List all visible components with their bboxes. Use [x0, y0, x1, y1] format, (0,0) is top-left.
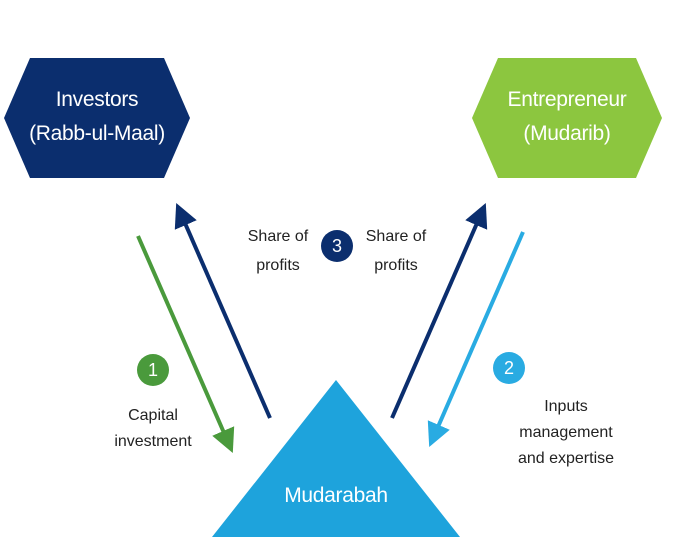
entrepreneur-subtitle: (Mudarib) — [523, 122, 610, 145]
step1-number: 1 — [148, 360, 158, 380]
mudarabah-node: Mudarabah — [212, 380, 460, 537]
capital-investment-line2: investment — [114, 433, 192, 450]
share-of-profits-right-line2: profits — [374, 257, 418, 274]
capital-investment-arrow — [136, 235, 235, 453]
step2-number: 2 — [504, 358, 514, 378]
step1-badge — [137, 354, 169, 386]
share-of-profits-right-line1: Share of — [366, 228, 427, 245]
entrepreneur-title: Entrepreneur — [508, 88, 627, 111]
inputs-line3: and expertise — [518, 450, 614, 467]
step3-group: Share of profits 3 Share of profits — [248, 228, 427, 274]
inputs-line1: Inputs — [544, 398, 588, 415]
investors-profit-arrow — [174, 203, 272, 419]
step2-badge — [493, 352, 525, 384]
mudarabah-triangle — [212, 380, 460, 537]
share-of-profits-left-line2: profits — [256, 257, 300, 274]
capital-investment-line1: Capital — [128, 407, 178, 424]
investors-node: Investors (Rabb-ul-Maal) — [4, 58, 190, 178]
step2-group: 2 Inputs management and expertise — [493, 352, 614, 467]
inputs-line2: management — [519, 424, 613, 441]
inputs-arrow — [427, 231, 525, 447]
step3-number: 3 — [332, 236, 342, 256]
entrepreneur-profit-arrow — [390, 203, 488, 419]
step1-group: 1 Capital investment — [114, 354, 192, 450]
share-of-profits-left-line1: Share of — [248, 228, 309, 245]
investors-hexagon — [4, 58, 190, 178]
mudarabah-label: Mudarabah — [284, 484, 388, 507]
step3-badge — [321, 230, 353, 262]
investors-subtitle: (Rabb-ul-Maal) — [29, 122, 165, 145]
entrepreneur-hexagon — [472, 58, 662, 178]
investors-title: Investors — [56, 88, 139, 111]
entrepreneur-node: Entrepreneur (Mudarib) — [472, 58, 662, 178]
